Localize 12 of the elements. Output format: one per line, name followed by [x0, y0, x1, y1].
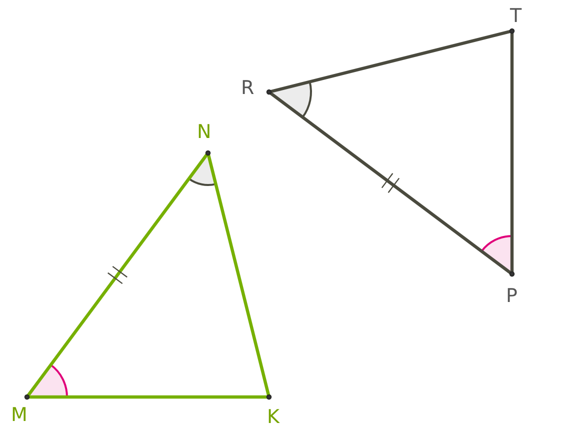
- vertex-label: K: [267, 407, 280, 427]
- line-segment: [510, 31, 514, 274]
- line-segment: [206, 152, 271, 398]
- vertex-label: P: [506, 286, 518, 306]
- line-segment: [268, 29, 512, 94]
- vertex-label: N: [197, 122, 212, 142]
- line-segment: [27, 395, 269, 399]
- vertex-label: R: [241, 78, 254, 98]
- vertex-label: M: [11, 405, 28, 425]
- line-segment: [268, 90, 513, 276]
- line-segment: [26, 152, 210, 398]
- vertex-label: T: [510, 6, 522, 26]
